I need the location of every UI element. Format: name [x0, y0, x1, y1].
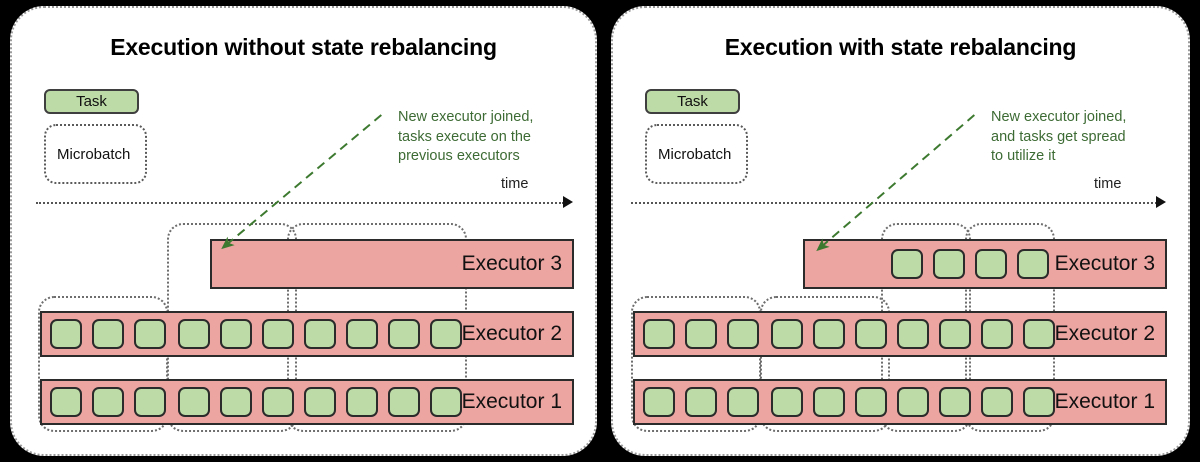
executor-label-1: Executor 1 — [1054, 390, 1155, 413]
task-block — [1023, 319, 1055, 349]
task-block — [430, 319, 462, 349]
task-block — [855, 319, 887, 349]
legend-microbatch-box: Microbatch — [44, 124, 147, 184]
panel-without-rebalancing: Execution without state rebalancing Task… — [10, 6, 597, 456]
legend-microbatch-label: Microbatch — [658, 145, 732, 163]
task-block — [262, 319, 294, 349]
task-block — [388, 387, 420, 417]
task-block — [134, 387, 166, 417]
task-block — [1023, 387, 1055, 417]
task-block — [346, 319, 378, 349]
annotation-right: New executor joined, and tasks get sprea… — [991, 108, 1176, 167]
task-block — [50, 387, 82, 417]
legend-task-chip: Task — [44, 89, 139, 114]
task-block — [981, 319, 1013, 349]
executor-label-3: Executor 3 — [1054, 252, 1155, 275]
task-block — [134, 319, 166, 349]
legend-task-label: Task — [677, 93, 708, 110]
annotation-line-2: and tasks get spread — [991, 128, 1126, 145]
task-block — [220, 319, 252, 349]
task-block — [388, 319, 420, 349]
time-axis-line-right — [631, 202, 1157, 204]
time-axis-label-left: time — [501, 176, 529, 192]
task-block — [1017, 249, 1049, 279]
task-block — [643, 319, 675, 349]
task-block — [771, 387, 803, 417]
annotation-line-3: previous executors — [398, 148, 520, 165]
executor-label-2: Executor 2 — [461, 322, 562, 345]
task-block — [304, 387, 336, 417]
time-axis-arrow-left — [563, 196, 573, 208]
task-block — [178, 387, 210, 417]
legend-task-label: Task — [76, 93, 107, 110]
task-block — [939, 387, 971, 417]
task-block — [813, 319, 845, 349]
task-block — [891, 249, 923, 279]
task-block — [975, 249, 1007, 279]
task-block — [50, 319, 82, 349]
task-block — [92, 319, 124, 349]
executor-bar-1: Executor 1 — [633, 379, 1167, 425]
panel-with-rebalancing: Execution with state rebalancing Task Mi… — [611, 6, 1190, 456]
panel-title-right: Execution with state rebalancing — [724, 34, 1077, 60]
task-block — [981, 387, 1013, 417]
time-axis-label-right: time — [1094, 176, 1122, 192]
task-block — [304, 319, 336, 349]
task-block — [727, 319, 759, 349]
task-block — [430, 387, 462, 417]
task-block — [685, 319, 717, 349]
task-block — [220, 387, 252, 417]
time-axis-arrow-right — [1156, 196, 1166, 208]
executor-bar-1: Executor 1 — [40, 379, 574, 425]
task-block — [933, 249, 965, 279]
annotation-left: New executor joined, tasks execute on th… — [398, 108, 583, 167]
legend-microbatch-label: Microbatch — [57, 145, 131, 163]
task-block — [178, 319, 210, 349]
annotation-line-1: New executor joined, — [398, 109, 534, 125]
task-block — [346, 387, 378, 417]
executor-label-3: Executor 3 — [461, 252, 562, 275]
executor-label-2: Executor 2 — [1054, 322, 1155, 345]
task-block — [92, 387, 124, 417]
executor-bar-2: Executor 2 — [40, 311, 574, 357]
task-block — [897, 319, 929, 349]
panel-title-left: Execution without state rebalancing — [110, 34, 497, 60]
task-block — [643, 387, 675, 417]
task-block — [897, 387, 929, 417]
task-block — [727, 387, 759, 417]
executor-label-1: Executor 1 — [461, 390, 562, 413]
task-block — [262, 387, 294, 417]
annotation-line-2: tasks execute on the — [398, 128, 531, 145]
annotation-line-3: to utilize it — [991, 148, 1056, 165]
legend-microbatch-box: Microbatch — [645, 124, 748, 184]
time-axis-line-left — [36, 202, 564, 204]
executor-bar-3: Executor 3 — [210, 239, 574, 289]
task-block — [685, 387, 717, 417]
executor-bar-2: Executor 2 — [633, 311, 1167, 357]
annotation-line-1: New executor joined, — [991, 109, 1127, 125]
legend-task-chip: Task — [645, 89, 740, 114]
task-block — [813, 387, 845, 417]
task-block — [939, 319, 971, 349]
executor-bar-3: Executor 3 — [803, 239, 1167, 289]
task-block — [771, 319, 803, 349]
task-block — [855, 387, 887, 417]
